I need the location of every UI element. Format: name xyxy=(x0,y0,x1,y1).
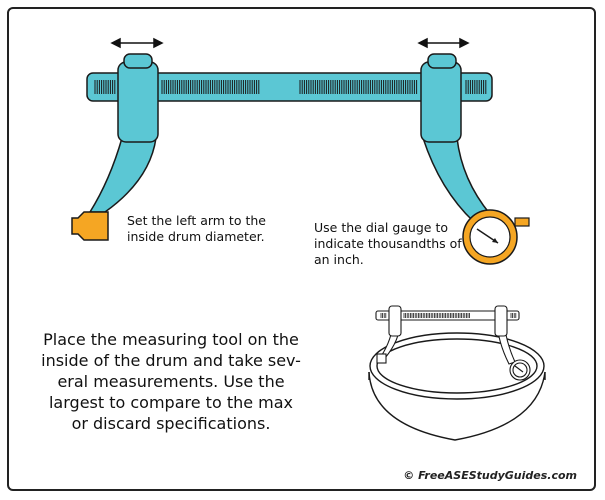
right-arm xyxy=(420,53,492,223)
caption-line: Use the dial gauge to xyxy=(314,220,448,235)
left-arm-caption: Set the left arm to the inside drum diam… xyxy=(127,213,277,245)
double-arrow-right-icon xyxy=(417,37,470,49)
dial-gauge-caption: Use the dial gauge to indicate thousandt… xyxy=(314,220,472,268)
diagram-frame xyxy=(7,7,596,491)
caption-line: inside drum diameter. xyxy=(127,229,265,244)
double-arrow-left-icon xyxy=(110,37,164,49)
small-left-arm xyxy=(376,305,402,364)
instruction-line: or discard specifications. xyxy=(71,414,271,433)
left-arm-foot xyxy=(71,211,109,241)
instructions-text: Place the measuring tool on the inside o… xyxy=(40,329,302,434)
instruction-line: Place the measuring tool on the xyxy=(43,330,299,349)
caption-line: an inch. xyxy=(314,252,364,267)
instruction-line: eral measurements. Use the xyxy=(57,372,285,391)
copyright-credit: © FreeASEStudyGuides.com xyxy=(403,469,577,482)
tool-bar xyxy=(86,72,493,102)
instruction-line: inside of the drum and take sev- xyxy=(41,351,301,370)
instruction-line: largest to compare to the max xyxy=(48,393,294,412)
small-right-arm xyxy=(494,305,531,381)
brake-drum-drawing xyxy=(368,332,546,441)
left-arm xyxy=(88,53,159,213)
caption-line: indicate thousandths of xyxy=(314,236,462,251)
caption-line: Set the left arm to the xyxy=(127,213,266,228)
small-tool-bar xyxy=(375,310,520,321)
dial-gauge-icon xyxy=(462,209,530,265)
